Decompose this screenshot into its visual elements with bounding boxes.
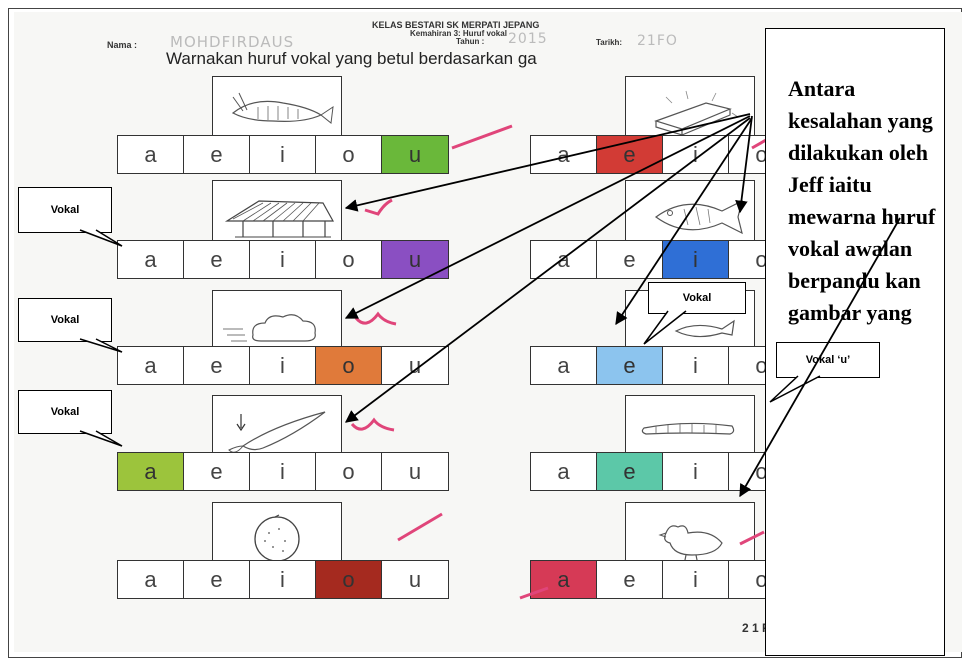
vowel-cell-e: e [184, 241, 250, 278]
vowel-cell-i: i [663, 561, 729, 598]
vowel-cell-e: e [597, 453, 663, 490]
vowel-cell-a: a [118, 347, 184, 384]
vowel-cell-a: a [531, 453, 597, 490]
vowel-cell-i: i [250, 241, 316, 278]
vowel-cell-i: i [250, 453, 316, 490]
vowel-cell-e: e [184, 347, 250, 384]
vowel-cell-u: u [408, 458, 422, 484]
worksheet-instruction: Warnakan huruf vokal yang betul berdasar… [166, 49, 537, 68]
vowel-cell-u: u [408, 566, 422, 592]
vowel-cell-i: i [250, 136, 316, 173]
worksheet-title: KELAS BESTARI SK MERPATI JEPANG [372, 20, 540, 30]
tarikh-label: Tarikh: [596, 38, 623, 47]
caterpillar-icon [641, 422, 735, 435]
shrimp-icon [231, 92, 334, 124]
callout-vokal-2: Vokal [18, 298, 112, 342]
callout-vokal-1: Vokal [18, 187, 112, 233]
vowel-cell-a: a [118, 136, 184, 173]
nama-handwritten: MOHDFIRDAUS [170, 33, 295, 51]
vowel-cell-i: i [250, 561, 316, 598]
vowel-cell-a: a [118, 453, 184, 490]
vowel-cell-e: e [597, 561, 663, 598]
nama-label: Nama : [107, 40, 138, 50]
cloud-icon [223, 314, 316, 342]
bird-wing-icon [228, 411, 326, 453]
vowel-cell-i: i [663, 453, 729, 490]
vowel-cell-a: a [118, 561, 184, 598]
vowel-cell-e: e [184, 136, 250, 173]
vowel-cell-o: o [316, 453, 382, 490]
tahun-handwritten: 2015 [508, 31, 548, 47]
vowel-cell-o: o [316, 561, 382, 598]
vowel-cell-e: e [184, 453, 250, 490]
vowel-cell-i: i [250, 347, 316, 384]
hut-icon [224, 200, 335, 238]
vowel-cell-e: e [184, 561, 250, 598]
worksheet-subtitle: Kemahiran 3: Huruf vokal [410, 29, 507, 38]
callout-vokal-3: Vokal [18, 390, 112, 434]
tarikh-handwritten: 21FO [637, 33, 678, 49]
vowel-cell-a: a [118, 241, 184, 278]
tahun-label: Tahun : [456, 37, 485, 46]
